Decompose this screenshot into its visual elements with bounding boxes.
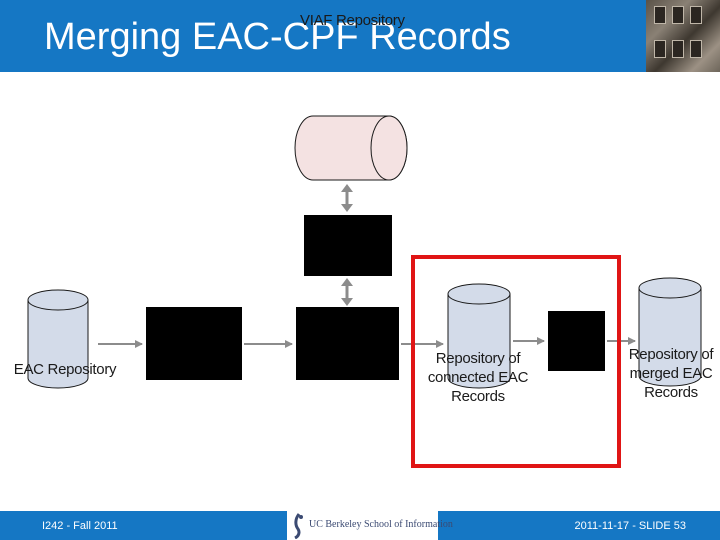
course-label: I242 - Fall 2011 — [42, 520, 118, 532]
merged-repository-label: Repository of merged EAC Records — [612, 345, 720, 402]
connected-label-line1: Repository of — [435, 350, 521, 367]
connected-repository-label: Repository of connected EAC Records — [416, 349, 540, 406]
process-box-3 — [548, 311, 605, 371]
viaf-double-arrow-upper — [341, 184, 353, 212]
eac-repository-cylinder — [27, 289, 89, 389]
highlight-frame — [411, 255, 621, 468]
merged-label-line1: Repository of — [628, 346, 714, 363]
process-box-2 — [296, 307, 399, 380]
eac-repository-label: EAC Repository — [13, 361, 117, 378]
merged-repository-cylinder — [638, 277, 702, 387]
merged-label-line3: Records — [644, 384, 698, 401]
process-box-1 — [146, 307, 242, 380]
connected-label-line2: connected EAC — [427, 369, 529, 386]
connected-label-line3: Records — [451, 388, 505, 405]
connected-repository-cylinder — [447, 283, 511, 389]
school-logo: UC Berkeley School of Information — [287, 511, 453, 540]
slide-title: Merging EAC-CPF Records — [44, 16, 511, 58]
merged-label-line2: merged EAC — [629, 365, 713, 382]
slide-number: 2011-11-17 - SLIDE 53 — [574, 520, 687, 532]
school-logo-icon — [294, 513, 303, 539]
building-photo — [646, 0, 720, 72]
viaf-repository-label: VIAF Repository — [300, 12, 405, 29]
viaf-repository-cylinder — [294, 115, 408, 181]
header-bar — [0, 0, 720, 72]
viaf-process-box — [304, 215, 392, 276]
viaf-double-arrow-lower — [341, 278, 353, 306]
school-logo-text: UC Berkeley School of Information — [309, 519, 453, 530]
